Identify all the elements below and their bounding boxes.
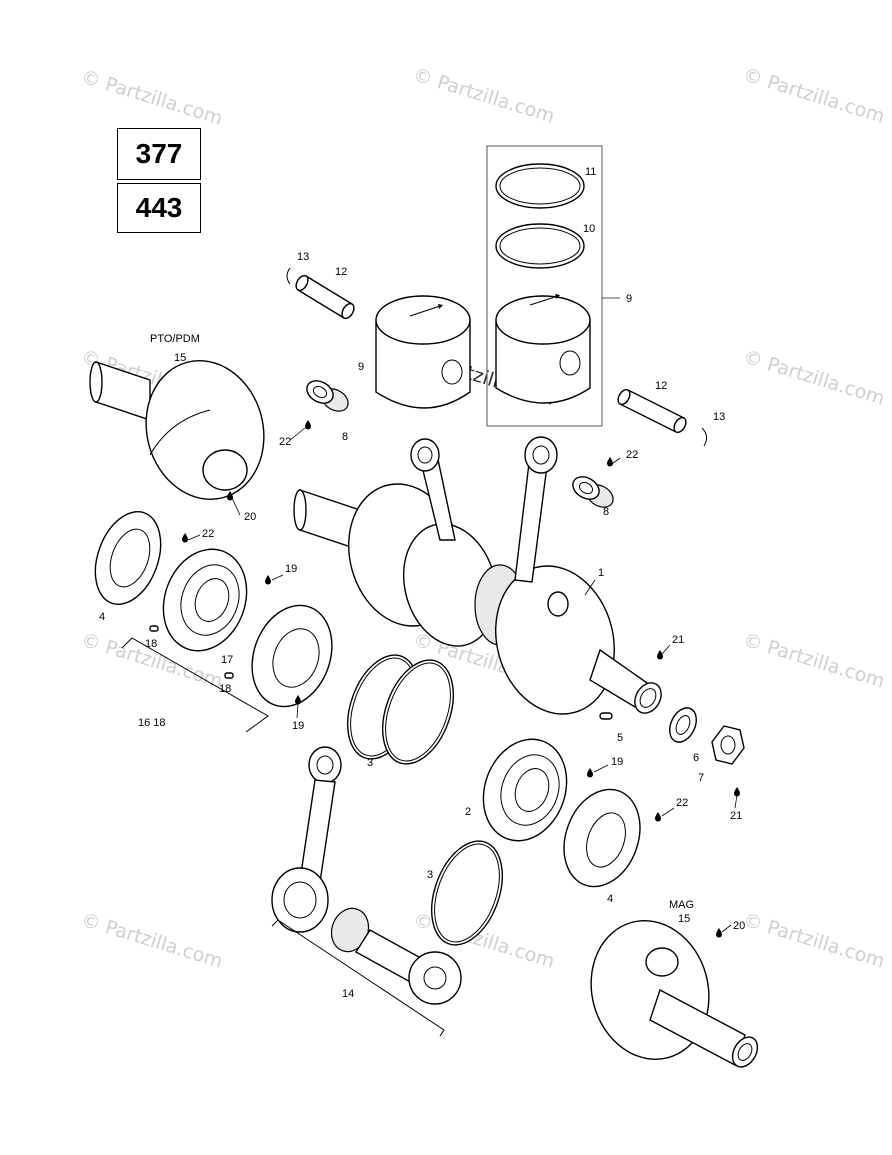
- callout-15-b: 15: [678, 913, 690, 925]
- crankshaft-half-pto: [89, 360, 265, 500]
- callout-10: 10: [583, 223, 595, 235]
- callout-22-d: 22: [676, 797, 688, 809]
- callout-9-b: 9: [626, 293, 632, 305]
- piston-ring-11: [495, 163, 585, 209]
- lock-washer-6: [669, 707, 697, 743]
- callout-3: 3: [367, 757, 373, 769]
- ball-bearing-19-b: [251, 604, 333, 708]
- needle-bearing-8-right: [572, 476, 614, 508]
- watermark: © Partzilla.com: [741, 629, 888, 693]
- watermark: © Partzilla.com: [411, 64, 558, 128]
- watermark: © Partzilla.com: [741, 909, 888, 973]
- callout-21-b: 21: [730, 810, 742, 822]
- callout-18: 18: [145, 638, 157, 650]
- callout-19-c: 19: [611, 756, 623, 768]
- piston-ring-10: [495, 223, 585, 269]
- callout-19: 19: [285, 563, 297, 575]
- callout-9: 9: [358, 361, 364, 373]
- piston-kit-piston: [495, 294, 591, 404]
- callout-19-b: 19: [292, 720, 304, 732]
- callout-2: 2: [465, 806, 471, 818]
- watermark: © Partzilla.com: [79, 66, 226, 130]
- callout-22-c: 22: [202, 528, 214, 540]
- piston-kit-bracket: [486, 145, 603, 427]
- callout-21: 21: [672, 634, 684, 646]
- callout-12-b: 12: [655, 380, 667, 392]
- circlip-13: [286, 267, 291, 285]
- circlip-13-right: [701, 427, 708, 447]
- nut-7: [711, 725, 745, 765]
- callout-22-b: 22: [626, 449, 638, 461]
- needle-bearing-8: [306, 380, 349, 412]
- callout-12: 12: [335, 266, 347, 278]
- callout-5: 5: [617, 732, 623, 744]
- wrist-pin-12-right: [617, 388, 687, 434]
- callout-14: 14: [342, 988, 354, 1000]
- ball-bearing-19: [162, 548, 248, 652]
- callout-17: 17: [221, 654, 233, 666]
- callout-13: 13: [297, 251, 309, 263]
- callout-6: 6: [693, 752, 699, 764]
- callout-1: 1: [598, 567, 604, 579]
- callout-4-b: 4: [607, 893, 613, 905]
- oil-seal-4-right: [563, 788, 641, 888]
- callout-22: 22: [279, 436, 291, 448]
- callout-labels: 1 2 3 3 4 4 5 6 7 8 8 9 9 10 11 12 12 13…: [99, 166, 745, 1000]
- watermark: © Partzilla.com: [79, 909, 226, 973]
- callout-3-b: 3: [427, 869, 433, 881]
- kit-bracket-16: [121, 637, 269, 733]
- callout-8-b: 8: [603, 506, 609, 518]
- callout-7: 7: [698, 772, 704, 784]
- callout-8: 8: [342, 431, 348, 443]
- callout-11: 11: [585, 166, 596, 178]
- kit-bracket-14: [271, 919, 445, 1037]
- dowel-pin-18-b: [224, 672, 234, 679]
- o-ring-3-b: [382, 659, 454, 765]
- watermark: © Partzilla.com: [741, 64, 888, 128]
- model-box-443: 443: [117, 183, 201, 233]
- wrist-pin-12: [295, 274, 355, 320]
- dowel-pin-18: [149, 625, 159, 632]
- connecting-rod-kit-14: [271, 746, 462, 1005]
- woodruff-key-5: [599, 712, 613, 720]
- leader-lines: [187, 427, 738, 933]
- model-box-377: 377: [117, 128, 201, 180]
- callout-15: 15: [174, 352, 186, 364]
- callout-20-b: 20: [733, 920, 745, 932]
- crankshaft-assembly: [293, 436, 662, 715]
- oil-seal-4: [94, 511, 162, 605]
- crankshaft-half-mag: [590, 920, 759, 1068]
- piston-9: [375, 295, 471, 409]
- o-ring-3-lower: [431, 840, 503, 946]
- watermark-group: © Partzilla.com © Partzilla.com © Partzi…: [79, 64, 888, 973]
- label-pto: PTO/PDM: [150, 333, 200, 345]
- callout-16-18: 16 18: [138, 717, 166, 729]
- callout-20: 20: [244, 511, 256, 523]
- label-mag: MAG: [669, 899, 694, 911]
- callout-13-b: 13: [713, 411, 725, 423]
- watermark: © Partzilla.com: [741, 346, 888, 410]
- callout-18-b: 18: [219, 683, 231, 695]
- callout-4: 4: [99, 611, 105, 623]
- ball-bearing-2: [482, 738, 568, 842]
